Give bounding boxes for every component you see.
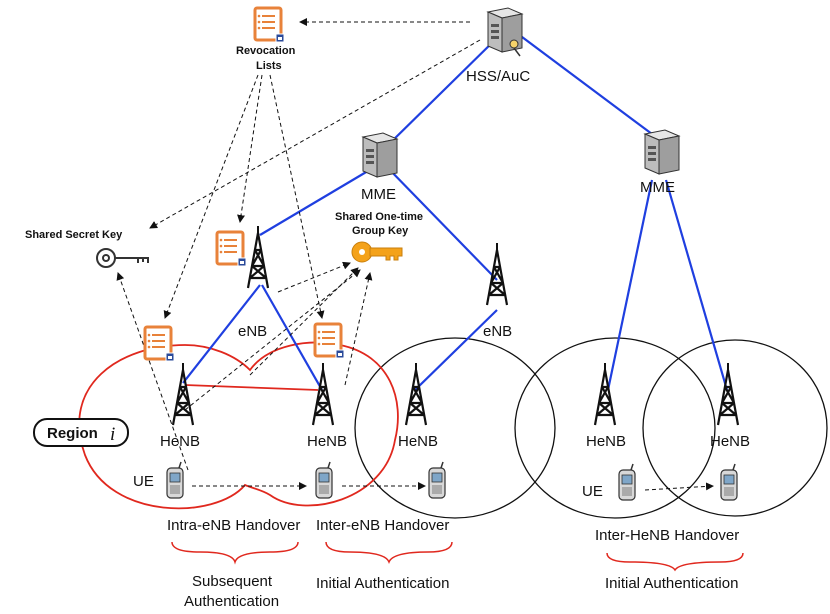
henb-2-tower-icon xyxy=(311,361,335,427)
ue-phone-1-icon xyxy=(166,461,184,499)
intra-enb-handover-label: Intra-eNB Handover xyxy=(167,517,300,534)
henb-5-label: HeNB xyxy=(710,433,750,450)
region-badge-text: Region xyxy=(47,425,98,442)
enb-revocation-doc-icon xyxy=(215,230,248,268)
region-badge-var: i xyxy=(110,424,115,445)
mme-right-label: MME xyxy=(640,179,675,196)
henb1-revocation-doc-icon xyxy=(143,325,176,363)
henb-2-label: HeNB xyxy=(307,433,347,450)
braces xyxy=(171,541,744,572)
mme-left-server-icon xyxy=(362,132,398,178)
revocation-label-line1: Revocation xyxy=(236,45,296,57)
coverage-henb-5 xyxy=(642,339,828,517)
group-key-label-line1: Shared One-time xyxy=(335,211,423,223)
inter-henb-handover-label: Inter-HeNB Handover xyxy=(595,527,739,544)
henb-1-label: HeNB xyxy=(160,433,200,450)
region-badge: Region i xyxy=(33,418,129,447)
henb-1-tower-icon xyxy=(171,361,195,427)
hss-server-icon xyxy=(487,7,523,57)
ue-phone-4-icon xyxy=(618,463,636,501)
subsequent-auth-line2: Authentication xyxy=(184,593,279,610)
coverage-henb-3 xyxy=(354,337,556,519)
henb-x2-link xyxy=(184,384,319,391)
group-key-label-line2: Group Key xyxy=(352,225,409,237)
inter-enb-handover-label: Inter-eNB Handover xyxy=(316,517,449,534)
revocation-doc-icon xyxy=(253,6,286,44)
mme-left-label: MME xyxy=(361,186,396,203)
subsequent-auth-line1: Subsequent xyxy=(192,573,273,590)
coverage-henb-4 xyxy=(514,337,716,519)
ue-phone-3-icon xyxy=(428,461,446,499)
ue-phone-2-icon xyxy=(315,461,333,499)
initial-auth-2-label: Initial Authentication xyxy=(605,575,738,592)
shared-secret-key-label: Shared Secret Key xyxy=(25,229,123,241)
region-to-key-arrow xyxy=(249,267,359,376)
coverage-areas xyxy=(354,337,828,519)
enb-left-tower-icon xyxy=(246,224,270,290)
ue-left-label: UE xyxy=(133,473,154,490)
henb2-revocation-doc-icon xyxy=(313,322,346,360)
initial-auth-1-label: Initial Authentication xyxy=(316,575,449,592)
revocation-label-line2: Lists xyxy=(256,60,282,72)
dashed-arrows xyxy=(116,18,714,491)
ue-phone-5-icon xyxy=(720,463,738,501)
hss-label: HSS/AuC xyxy=(466,68,530,85)
shared-secret-key-icon xyxy=(96,248,149,268)
ue-right-label: UE xyxy=(582,483,603,500)
backhaul-links xyxy=(182,21,729,391)
enb-left-label: eNB xyxy=(238,323,267,340)
enb-mid-label: eNB xyxy=(483,323,512,340)
group-key-icon xyxy=(351,241,403,263)
henb-4-label: HeNB xyxy=(586,433,626,450)
henb-3-label: HeNB xyxy=(398,433,438,450)
mme-right-server-icon xyxy=(644,129,680,175)
henb-3-tower-icon xyxy=(404,361,428,427)
region-boundary xyxy=(78,341,399,510)
